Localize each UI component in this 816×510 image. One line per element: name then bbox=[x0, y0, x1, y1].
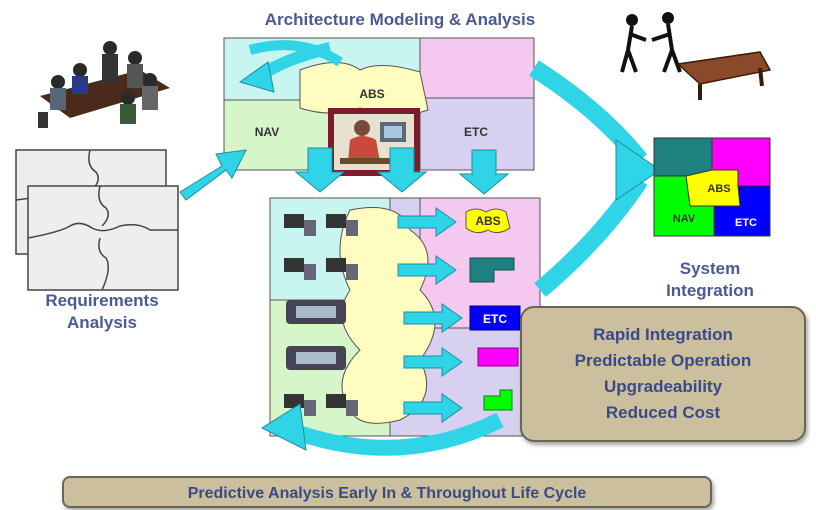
developer-row-3-icon bbox=[286, 300, 346, 324]
benefits-box: Rapid Integration Predictable Operation … bbox=[520, 306, 806, 442]
component-green bbox=[483, 389, 513, 411]
dev-to-integration-arrow bbox=[534, 175, 648, 297]
system-nav-label: NAV bbox=[673, 213, 696, 225]
system-piece-teal bbox=[653, 137, 713, 177]
req-sheet-front bbox=[27, 185, 179, 291]
requirements-title: Requirements Analysis bbox=[14, 290, 190, 334]
right-arrow-1 bbox=[397, 207, 457, 237]
bottom-return-arrowhead bbox=[260, 403, 307, 451]
arch-nav-label: NAV bbox=[255, 125, 279, 139]
meeting-icon bbox=[38, 41, 170, 128]
component-abs-label: ABS bbox=[475, 214, 500, 228]
right-arrow-2 bbox=[397, 255, 457, 285]
right-arrow-4 bbox=[403, 347, 463, 377]
developer-row-2-icon bbox=[284, 258, 358, 280]
down-arrow-3 bbox=[458, 149, 510, 195]
developer-row-1-icon bbox=[284, 214, 358, 236]
component-etc bbox=[469, 305, 521, 331]
component-arrows bbox=[397, 207, 463, 423]
developer-teams bbox=[284, 214, 358, 416]
requirements-title-line-1: Requirements bbox=[45, 291, 159, 310]
system-puzzle: ABS NAV ETC bbox=[653, 137, 771, 237]
arch-piece-pink bbox=[419, 37, 535, 99]
developer-row-4-icon bbox=[286, 346, 346, 370]
arch-abs-label: ABS bbox=[359, 87, 384, 101]
system-integration-line-1: System bbox=[679, 259, 741, 278]
arch-curve-arrowhead bbox=[238, 61, 275, 93]
arch-to-integration-arrow bbox=[529, 60, 648, 166]
requirements-title-line-2: Analysis bbox=[67, 313, 137, 332]
right-arrow-3 bbox=[403, 303, 463, 333]
down-arrow-2 bbox=[376, 147, 428, 193]
benefit-item-4: Reduced Cost bbox=[605, 403, 721, 422]
system-etc-label: ETC bbox=[735, 217, 757, 229]
handshake-icon bbox=[620, 12, 772, 100]
bottom-return-arrow bbox=[287, 412, 504, 456]
component-magenta bbox=[477, 347, 519, 367]
benefit-item-2: Predictable Operation bbox=[574, 351, 752, 370]
component-etc-label: ETC bbox=[483, 312, 507, 326]
developer-row-5-icon bbox=[284, 394, 358, 416]
arch-etc-label: ETC bbox=[464, 125, 488, 139]
system-integration-line-2: Integration bbox=[666, 281, 754, 300]
footer-banner: Predictive Analysis Early In & Throughou… bbox=[62, 476, 712, 508]
architecture-title: Architecture Modeling & Analysis bbox=[264, 10, 536, 29]
component-teal bbox=[469, 257, 515, 283]
req-to-arch-arrow bbox=[179, 149, 247, 201]
down-arrow-1 bbox=[294, 147, 346, 193]
benefit-item-3: Upgradeability bbox=[603, 377, 723, 396]
benefit-item-1: Rapid Integration bbox=[593, 325, 733, 344]
arch-curve-arrow-2 bbox=[248, 40, 343, 67]
system-abs-label: ABS bbox=[707, 183, 730, 195]
integration-arrowhead bbox=[615, 139, 661, 201]
component-abs bbox=[465, 208, 511, 234]
right-arrow-5 bbox=[403, 393, 463, 423]
requirements-puzzle bbox=[15, 149, 179, 291]
components: ABS ETC bbox=[465, 208, 521, 411]
system-integration-title: System Integration bbox=[640, 258, 780, 302]
system-piece-etc bbox=[713, 185, 771, 237]
